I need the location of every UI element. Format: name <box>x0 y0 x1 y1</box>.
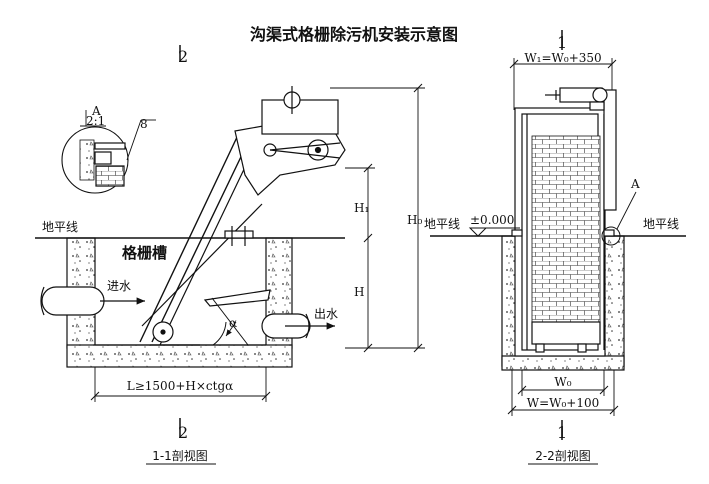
grate-rakes <box>531 135 601 323</box>
ground-label-right: 地平线 <box>643 217 679 231</box>
section-2-2-view <box>430 30 686 440</box>
drawing-title: 沟渠式格栅除污机安装示意图 <box>250 25 458 44</box>
level-value: ±0.000 <box>470 213 514 227</box>
h-dimension: H <box>354 285 364 299</box>
inlet-label: 进水 <box>107 279 131 293</box>
top-width-formula: W₁=W₀+350 <box>524 51 601 65</box>
caption-2-2: 2-2剖视图 <box>535 448 591 463</box>
section-1-1-view <box>35 45 425 438</box>
h0-dimension: H₀ <box>407 213 422 227</box>
caption-1-1: 1-1剖视图 <box>152 448 208 463</box>
channel-label: 格栅槽 <box>122 244 167 262</box>
section-mark-left-bottom: 2 <box>178 423 188 442</box>
ground-label-left: 地平线 <box>42 220 78 234</box>
inlet-pipe <box>41 286 105 316</box>
detail-a-callout: A <box>630 177 640 191</box>
w0-dimension: W₀ <box>554 375 571 389</box>
section-mark-left-top: 2 <box>178 47 188 66</box>
weld-size-label: 8 <box>140 117 148 131</box>
detail-a-scale: 2:1 <box>86 114 105 128</box>
detail-a-label: A <box>91 104 101 118</box>
angle-alpha: α <box>229 316 237 330</box>
level-label: 地平线 <box>424 217 460 231</box>
right-view-floor <box>501 355 625 371</box>
inclined-frame <box>139 134 239 343</box>
bottom-width-formula: W=W₀+100 <box>527 396 600 410</box>
h1-dimension: H₁ <box>354 201 369 215</box>
outlet-label: 出水 <box>314 307 338 321</box>
section-mark-right-top: 1 <box>557 33 567 52</box>
right-view-right-wall <box>603 235 625 367</box>
section-mark-right-bottom: 1 <box>557 423 567 442</box>
length-formula: L≥1500+H×ctgα <box>127 379 233 393</box>
channel-floor <box>66 344 293 368</box>
